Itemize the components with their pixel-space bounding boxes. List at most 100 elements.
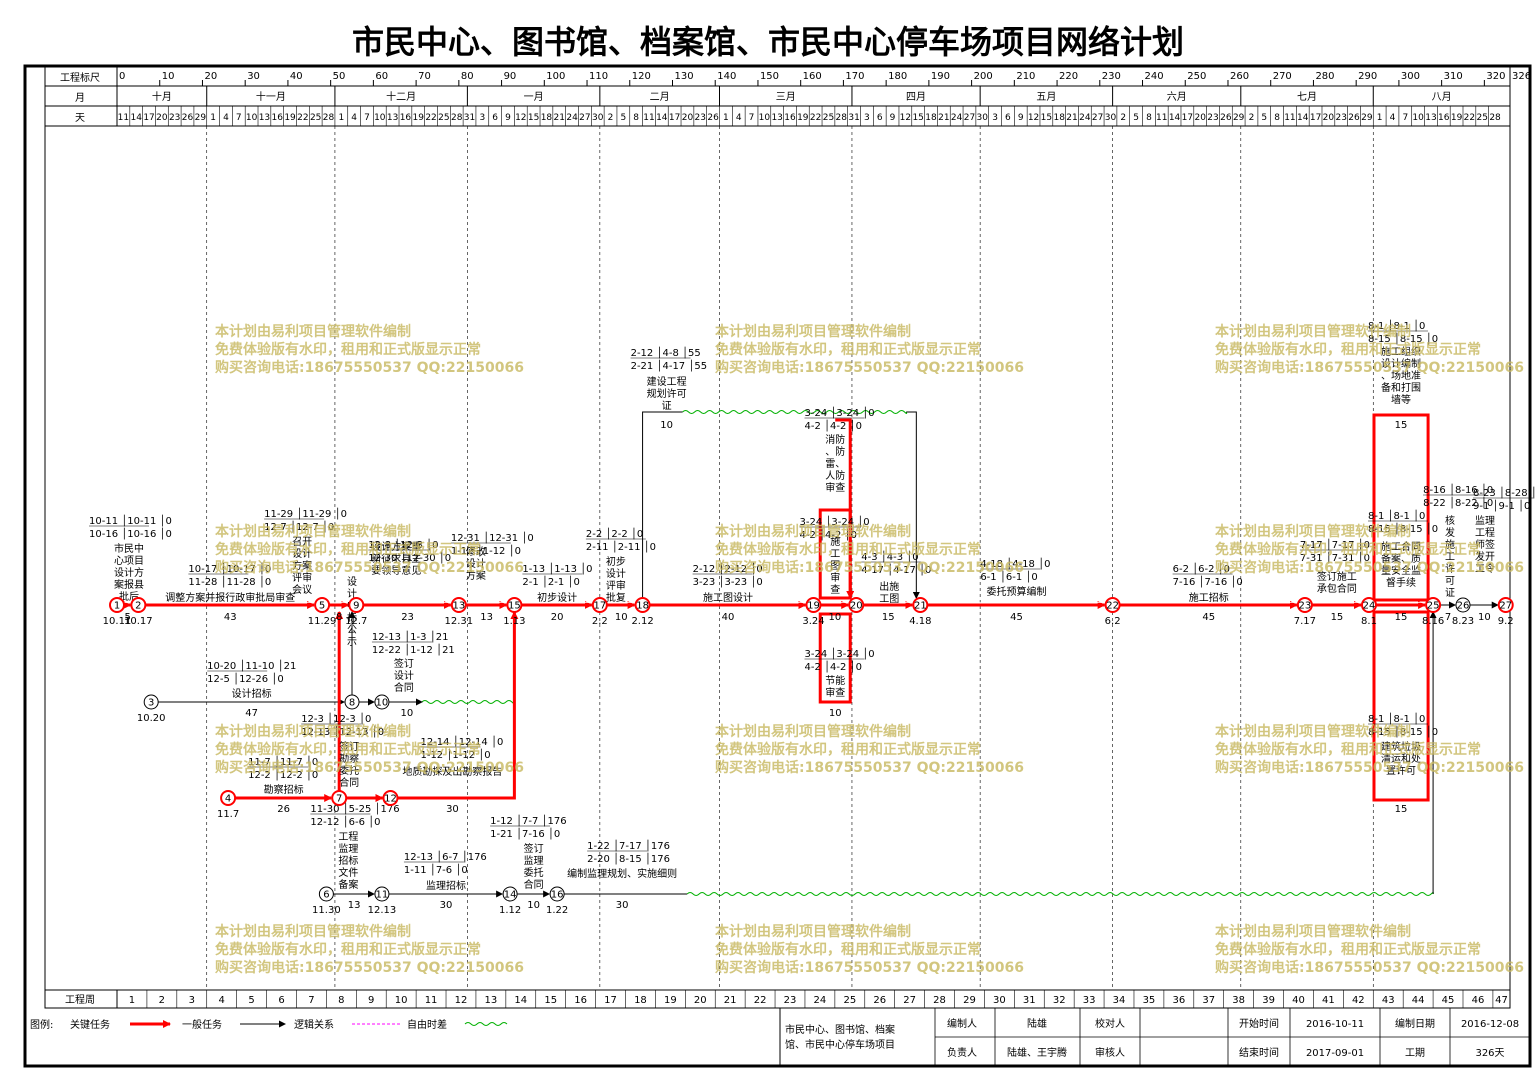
watermark-text: 免费体验版有水印，租用和正式版显示正常 bbox=[1215, 941, 1481, 958]
day-cell: 12 bbox=[1028, 113, 1039, 123]
watermark-text: 本计划由易利项目管理软件编制 bbox=[1215, 923, 1411, 940]
event-node bbox=[331, 790, 348, 806]
task-params-finish: 4-17 │4-17 │0 bbox=[861, 563, 931, 576]
task-name: 设 bbox=[347, 576, 357, 588]
task-name: 设计方 bbox=[114, 566, 144, 579]
day-cell: 6 bbox=[877, 113, 883, 123]
event-node-label: 19 bbox=[807, 601, 820, 612]
day-cell: 26 bbox=[1348, 113, 1360, 123]
day-cell: 3 bbox=[479, 113, 485, 123]
scale-tick-label: 90 bbox=[504, 71, 517, 82]
task-params-finish: 1-12 │1-12 │0 bbox=[420, 748, 490, 761]
scale-tick-label: 50 bbox=[333, 71, 346, 82]
month-label-cell: 六月 bbox=[1167, 91, 1187, 103]
task-name: 施 bbox=[1445, 538, 1455, 551]
task-params-finish: 10-16 │10-16 │0 bbox=[89, 527, 172, 540]
task-name: 示 bbox=[347, 637, 357, 648]
task-params-finish: 7-16 │7-16 │0 bbox=[1173, 575, 1243, 588]
scale-tick-label: 190 bbox=[931, 71, 950, 82]
day-cell: 18 bbox=[1053, 113, 1065, 123]
task-name: 消防 bbox=[825, 433, 845, 446]
week-cell: 20 bbox=[694, 995, 707, 1006]
task-params-finish: 2-20 │8-15 │176 bbox=[587, 852, 670, 865]
day-cell: 22 bbox=[297, 113, 308, 123]
event-node-date: 9.2 bbox=[1498, 616, 1514, 627]
day-cell: 14 bbox=[1297, 113, 1309, 123]
task-duration: 45 bbox=[1202, 612, 1215, 623]
task-params-start: 3-24 │3-24 │0 bbox=[805, 647, 875, 660]
day-cell: 7 bbox=[364, 113, 370, 123]
week-cell: 9 bbox=[368, 995, 374, 1006]
watermark-text: 本计划由易利项目管理软件编制 bbox=[215, 523, 411, 540]
task-name: 工程 bbox=[1475, 527, 1495, 539]
task-duration: 15 bbox=[1395, 420, 1408, 431]
month-label-cell: 七月 bbox=[1297, 91, 1317, 103]
week-cell: 44 bbox=[1412, 995, 1425, 1006]
task-name: 施工招标 bbox=[1189, 591, 1229, 604]
week-cell: 12 bbox=[455, 995, 468, 1006]
day-cell: 12 bbox=[900, 113, 911, 123]
event-node-date: 12.7 bbox=[345, 616, 367, 627]
scale-tick-label: 210 bbox=[1016, 71, 1035, 82]
scale-tick-label: 20 bbox=[204, 71, 217, 82]
event-node-label: 5 bbox=[319, 601, 325, 612]
task-arrow-18-21 bbox=[642, 411, 683, 598]
task-name: 设计 bbox=[292, 547, 312, 560]
page-title: 市民中心、图书馆、档案馆、市民中心停车场项目网络计划 bbox=[351, 23, 1184, 61]
week-cell: 3 bbox=[189, 995, 195, 1006]
task-params-finish: 1-11 │7-6 │0 bbox=[404, 863, 468, 876]
task-duration: 26 bbox=[277, 804, 290, 815]
scale-tick-label: 80 bbox=[461, 71, 474, 82]
week-cell: 25 bbox=[843, 995, 856, 1006]
event-node-date: 1.22 bbox=[546, 905, 568, 916]
day-cell: 17 bbox=[1310, 113, 1321, 123]
task-name: 图 bbox=[830, 560, 840, 572]
task-name: 节能 bbox=[825, 674, 845, 687]
info-project-name: 市民中心、图书馆、档案 bbox=[785, 1023, 895, 1036]
day-cell: 26 bbox=[1220, 113, 1232, 123]
task-name: 计 bbox=[347, 587, 357, 600]
watermark-text: 免费体验版有水印，租用和正式版显示正常 bbox=[215, 941, 481, 958]
day-cell: 10 bbox=[374, 113, 386, 123]
task-params-finish: 12-2 │12-2 │0 bbox=[248, 768, 318, 781]
day-cell: 23 bbox=[1335, 113, 1346, 123]
day-cell: 10 bbox=[1412, 113, 1424, 123]
month-label-cell: 二月 bbox=[650, 91, 670, 103]
day-cell: 29 bbox=[195, 113, 207, 123]
task-params-finish: 9-1 │9-1 │0 bbox=[1473, 499, 1530, 512]
day-cell: 21 bbox=[554, 113, 565, 123]
day-cell: 1 bbox=[1377, 113, 1383, 123]
watermark-text: 购买咨询电话:18675550537 QQ:22150066 bbox=[715, 359, 1024, 376]
event-node-date: 10.20 bbox=[137, 713, 166, 724]
event-node-date: 8.1 bbox=[1361, 616, 1377, 627]
task-name: 工图 bbox=[879, 593, 899, 605]
scale-tick-label: 200 bbox=[974, 71, 993, 82]
task-name: 工程 bbox=[338, 831, 358, 843]
watermark-text: 免费体验版有水印，租用和正式版显示正常 bbox=[215, 341, 481, 358]
task-name: 批复 bbox=[606, 591, 626, 604]
week-cell: 28 bbox=[933, 995, 946, 1006]
scale-tick-label: 140 bbox=[717, 71, 736, 82]
task-name: 施工合同 bbox=[1381, 540, 1421, 553]
task-params-finish: 8-22 │8-22 │0 bbox=[1423, 496, 1493, 509]
task-params-start: 8-1 │8-1 │0 bbox=[1368, 509, 1425, 522]
task-params-finish: 12-22 │1-12 │21 bbox=[372, 643, 455, 656]
watermark-text: 购买咨询电话:18675550537 QQ:22150066 bbox=[215, 559, 524, 576]
day-cell: 20 bbox=[156, 113, 168, 123]
event-node-date: 1.12 bbox=[499, 905, 521, 916]
day-cell: 17 bbox=[143, 113, 154, 123]
day-cell: 7 bbox=[236, 113, 242, 123]
watermark-text: 购买咨询电话:18675550537 QQ:22150066 bbox=[1215, 559, 1524, 576]
month-label-cell: 八月 bbox=[1432, 91, 1452, 103]
watermark-text: 购买咨询电话:18675550537 QQ:22150066 bbox=[715, 759, 1024, 776]
scale-tick-label: 0 bbox=[119, 71, 125, 82]
scale-tick-label: 120 bbox=[632, 71, 651, 82]
event-node-date: 1.13 bbox=[503, 616, 525, 627]
event-node bbox=[374, 886, 390, 902]
watermark-text: 免费体验版有水印，租用和正式版显示正常 bbox=[215, 541, 481, 558]
task-name: 发 bbox=[1445, 526, 1455, 539]
day-cell: 31 bbox=[848, 113, 859, 123]
event-node bbox=[450, 597, 467, 613]
